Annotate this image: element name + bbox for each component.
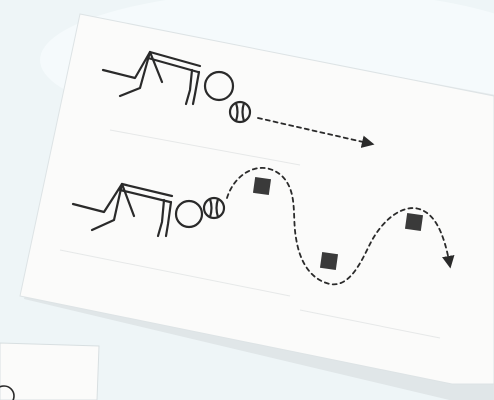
obstacle-block xyxy=(405,213,423,231)
obstacle-block xyxy=(320,252,338,270)
obstacle-block xyxy=(253,177,271,195)
secondary-card xyxy=(0,343,99,400)
